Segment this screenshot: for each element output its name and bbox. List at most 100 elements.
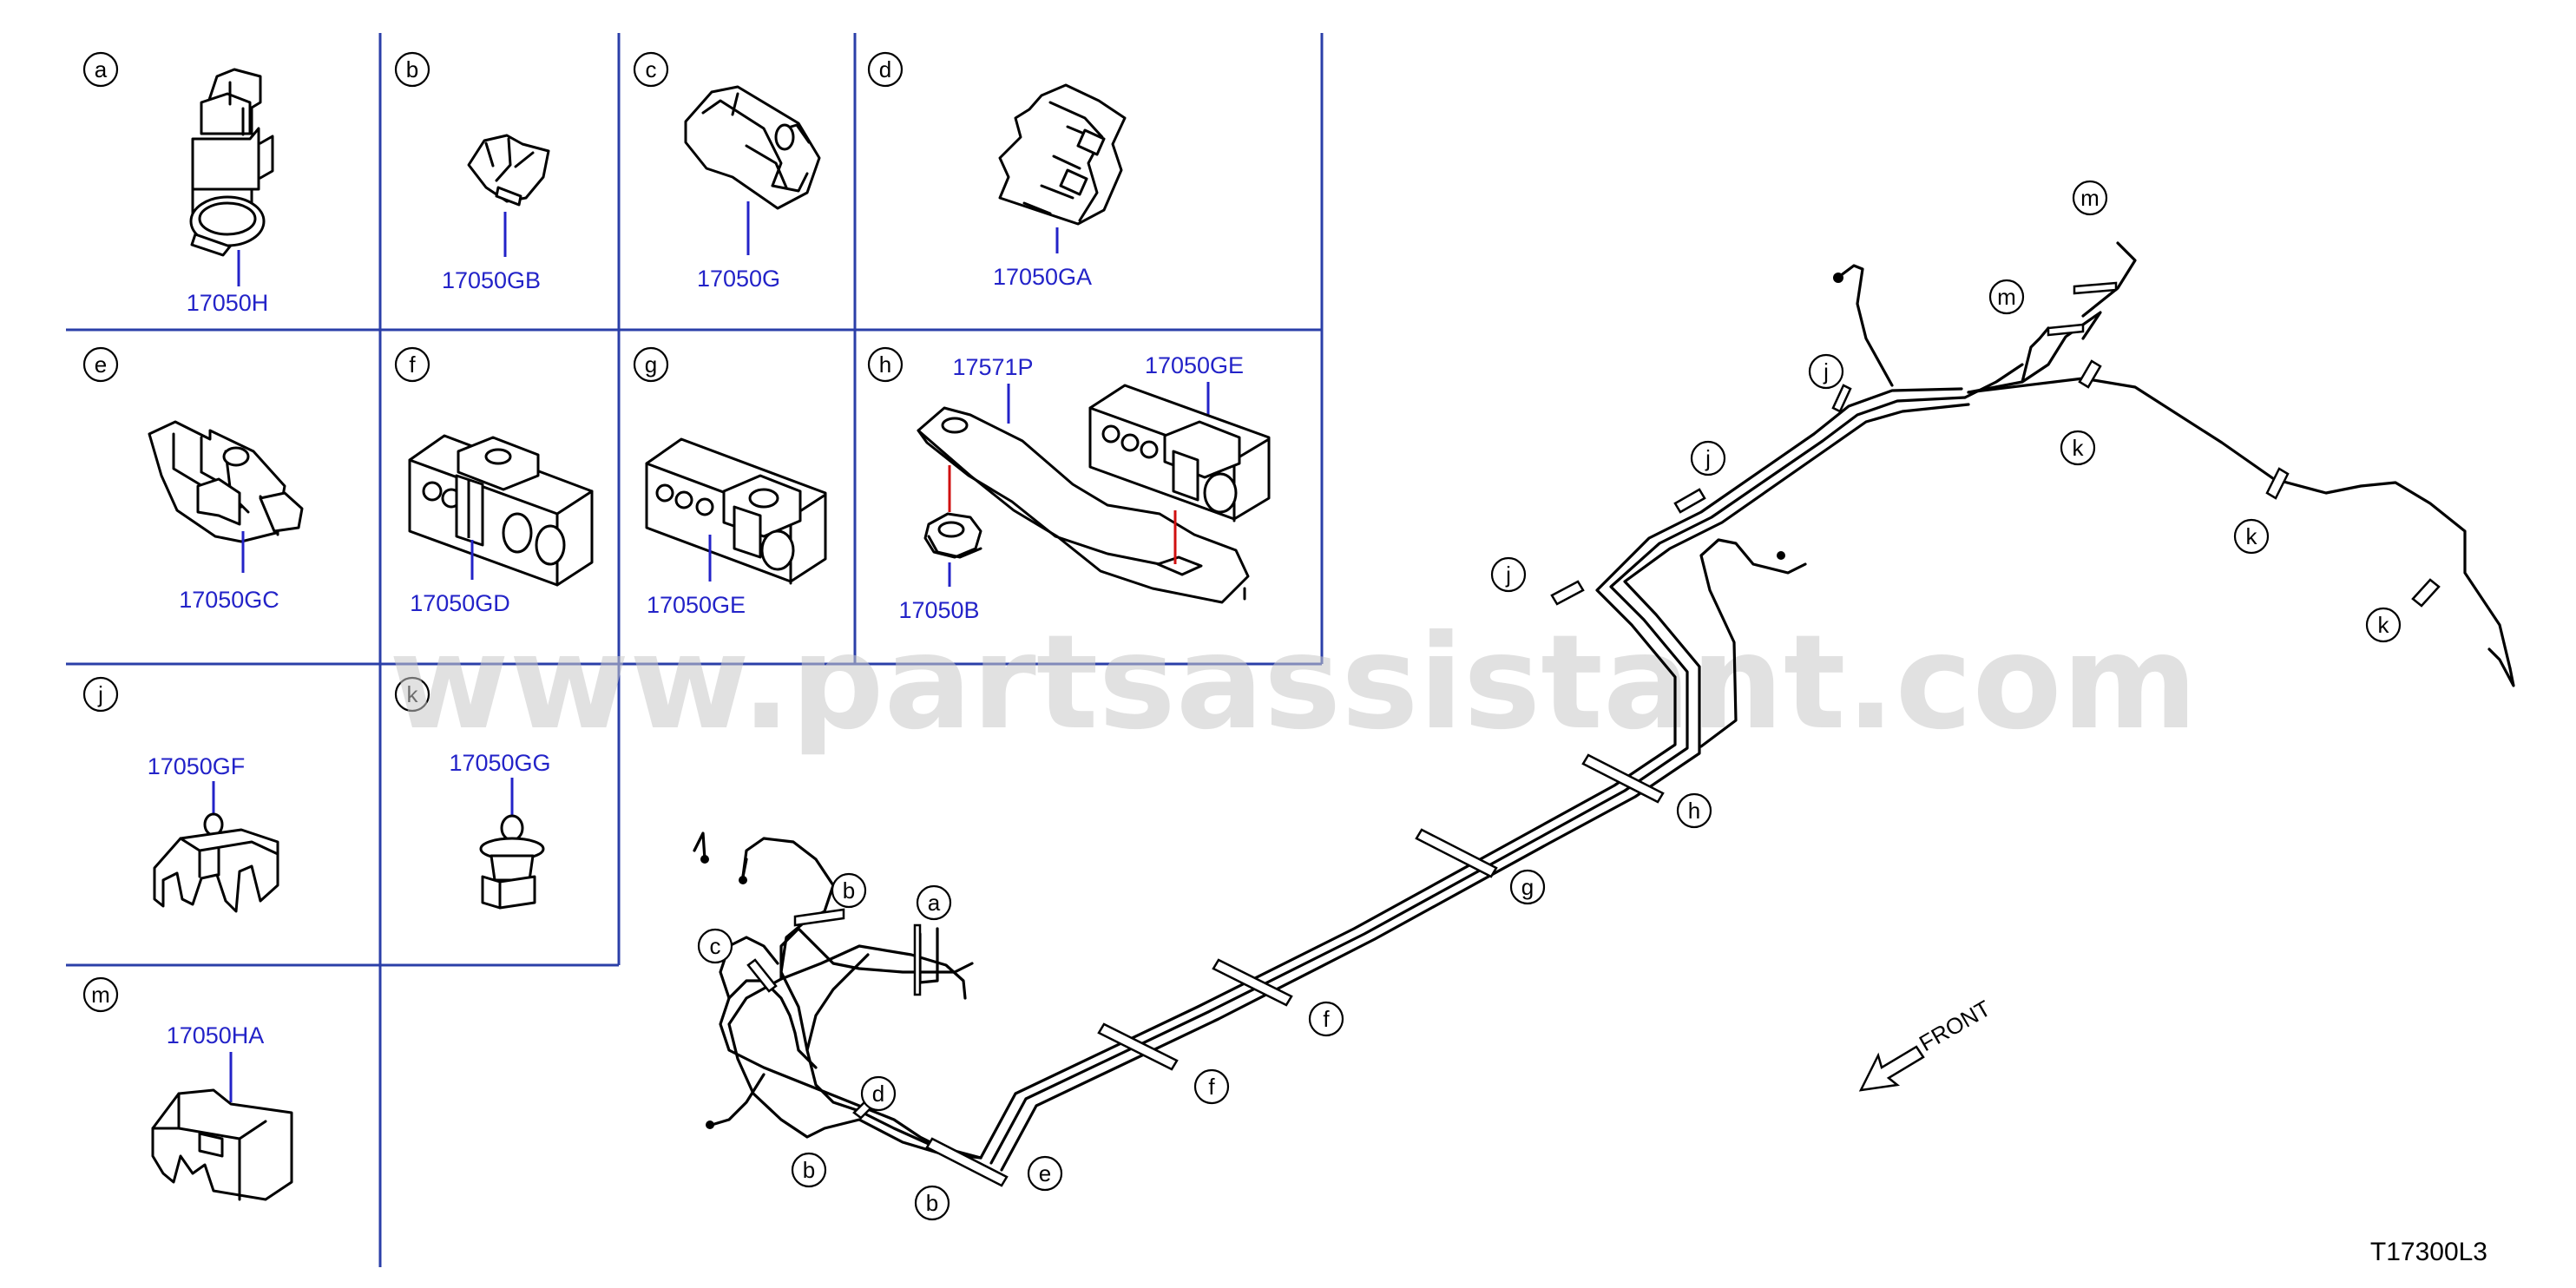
svg-text:f: f <box>1208 1074 1215 1100</box>
part-number-17050GB: 17050GB <box>442 267 541 293</box>
svg-text:k: k <box>407 681 419 707</box>
watermark: www.partsassistant.com <box>389 608 2198 759</box>
svg-text:m: m <box>1997 284 2016 310</box>
svg-text:k: k <box>2246 523 2258 549</box>
callout-a: a <box>916 884 952 921</box>
svg-text:f: f <box>409 352 416 378</box>
svg-text:h: h <box>879 352 891 378</box>
line-end-marker <box>1777 551 1785 560</box>
nut-17050B-drawing <box>923 512 982 559</box>
panel-a: a 17050H <box>82 51 274 316</box>
panel-letter-k: k <box>394 676 430 713</box>
bracket-17571P-drawing <box>917 406 1250 604</box>
callout-k-3: k <box>2365 607 2402 643</box>
svg-text:b: b <box>803 1157 815 1183</box>
callout-j-2: j <box>1690 440 1726 476</box>
panel-k: k 17050GG <box>394 676 551 910</box>
panel-letter-f: f <box>394 346 430 383</box>
panel-letter-e: e <box>82 346 119 383</box>
svg-text:e: e <box>1039 1160 1051 1186</box>
panel-g: g 17050GE <box>633 346 827 618</box>
svg-text:g: g <box>645 352 657 378</box>
svg-text:j: j <box>1823 358 1829 384</box>
svg-text:a: a <box>928 890 941 916</box>
svg-text:c: c <box>646 56 657 82</box>
fuel-line-assembly <box>693 241 2515 1172</box>
callout-b-1: b <box>831 872 867 909</box>
panel-b: b 17050GB <box>394 51 550 293</box>
part-number-17050GG: 17050GG <box>449 750 550 776</box>
panel-f: f 17050GD <box>394 346 594 616</box>
clip-17050GE-h-drawing <box>1088 384 1271 522</box>
callout-h: h <box>1676 792 1712 829</box>
svg-text:b: b <box>843 877 855 904</box>
line-clips <box>746 281 2441 1187</box>
panel-letter-d: d <box>867 51 904 88</box>
part-number-17050GC: 17050GC <box>179 587 279 613</box>
clip-17050G-drawing <box>684 85 821 210</box>
callout-f-2: f <box>1193 1068 1230 1105</box>
part-number-17050HA: 17050HA <box>167 1022 265 1048</box>
callout-b-2: b <box>791 1152 827 1188</box>
clip-17050H-drawing <box>189 68 274 257</box>
callout-k-1: k <box>2060 430 2096 466</box>
svg-text:g: g <box>1521 874 1534 900</box>
panel-letter-m: m <box>82 976 119 1013</box>
svg-text:c: c <box>710 933 721 959</box>
part-number-17050GE-g: 17050GE <box>647 592 746 618</box>
clip-17050GA-drawing <box>998 83 1127 226</box>
callout-j-3: j <box>1490 556 1527 593</box>
part-number-17050G: 17050G <box>697 266 780 292</box>
clip-17050GB-drawing <box>467 134 550 207</box>
svg-text:m: m <box>91 982 110 1008</box>
front-label: FRONT <box>1915 995 1995 1056</box>
clip-17050GE-drawing <box>645 437 827 585</box>
panel-letter-c: c <box>633 51 669 88</box>
callout-e: e <box>1027 1155 1063 1192</box>
callout-m-1: m <box>2072 180 2108 216</box>
panel-letter-h: h <box>867 346 904 383</box>
svg-text:b: b <box>926 1190 938 1216</box>
part-number-17050B: 17050B <box>898 597 979 623</box>
clip-17050GG-drawing <box>479 814 545 910</box>
assembly-callouts: m m j k j k j k h g b a c f f d e b b <box>697 180 2402 1221</box>
panel-c: c 17050G <box>633 51 821 292</box>
part-number-17571P: 17571P <box>952 354 1033 380</box>
panel-d: d 17050GA <box>867 51 1127 290</box>
svg-text:k: k <box>2073 435 2085 461</box>
part-number-17050GA: 17050GA <box>993 264 1092 290</box>
panel-letter-a: a <box>82 51 119 88</box>
clip-17050GF-drawing <box>153 812 279 913</box>
svg-text:h: h <box>1688 798 1700 824</box>
callout-m-2: m <box>1988 279 2025 315</box>
panel-m: m 17050HA <box>82 976 293 1201</box>
panel-j: j 17050GF <box>82 676 279 913</box>
parts-grid <box>66 33 1324 1267</box>
diagram-id: T17300L3 <box>2370 1238 2487 1266</box>
svg-text:j: j <box>97 681 103 707</box>
clip-17050GD-drawing <box>408 434 594 587</box>
callout-b-3: b <box>914 1185 950 1221</box>
part-number-17050GE-h: 17050GE <box>1145 352 1244 378</box>
svg-text:j: j <box>1705 445 1711 471</box>
callout-k-2: k <box>2233 518 2270 555</box>
svg-text:d: d <box>879 56 891 82</box>
panel-e: e 17050GC <box>82 346 304 613</box>
svg-text:a: a <box>95 56 108 82</box>
svg-text:b: b <box>406 56 418 82</box>
front-arrow-icon <box>1858 1045 1925 1092</box>
part-number-17050H: 17050H <box>187 290 269 316</box>
svg-text:f: f <box>1323 1006 1330 1032</box>
svg-text:e: e <box>95 352 107 378</box>
part-number-17050GF: 17050GF <box>148 753 246 779</box>
callout-c: c <box>697 928 733 964</box>
svg-text:d: d <box>872 1081 884 1107</box>
callout-j-1: j <box>1808 353 1844 390</box>
svg-text:k: k <box>2378 612 2390 638</box>
svg-text:j: j <box>1505 562 1511 588</box>
front-direction-indicator: FRONT <box>1858 995 1995 1092</box>
clip-17050GC-drawing <box>148 420 304 543</box>
panel-letter-j: j <box>82 676 119 713</box>
callout-f-1: f <box>1308 1001 1344 1037</box>
